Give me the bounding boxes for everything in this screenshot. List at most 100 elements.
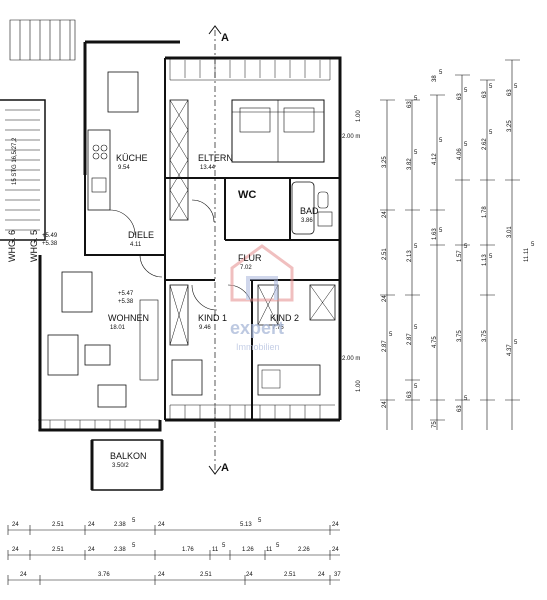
dim-label: 11 bbox=[266, 547, 273, 553]
dim-label: 24 bbox=[20, 572, 27, 578]
dim-label: 2.87 bbox=[407, 333, 413, 345]
neighbor-label-whg6: WHG. 6 bbox=[7, 229, 17, 262]
neighbor-label-whg5: WHG. 5 bbox=[29, 229, 39, 262]
dim-label: 5 bbox=[464, 244, 468, 250]
dim-label: 1.26 bbox=[242, 547, 254, 553]
dim-label: 63 bbox=[457, 93, 463, 100]
coffee-table bbox=[84, 344, 111, 366]
door-eltern bbox=[191, 199, 215, 223]
dim-label: 4.12 bbox=[432, 153, 438, 165]
outer-wall-left bbox=[38, 255, 162, 432]
dim-label: 24 bbox=[88, 522, 95, 528]
bottom-dimension-lines bbox=[7, 525, 340, 585]
dim-label: 4.37 bbox=[507, 344, 513, 356]
dim-label: 11.11 bbox=[524, 247, 530, 262]
dim-label: 5 bbox=[276, 543, 280, 549]
dim-label: 37 bbox=[334, 572, 341, 578]
dim-label: 3.76 bbox=[98, 572, 110, 578]
wardrobe-kind2 bbox=[257, 284, 279, 326]
room-area-kind2: 7.75 bbox=[272, 325, 284, 331]
dim-label: 2.51 bbox=[382, 248, 388, 260]
stair-treads bbox=[5, 109, 40, 231]
dim-label: 5 bbox=[414, 244, 418, 250]
room-area-flur: 7.02 bbox=[240, 265, 252, 271]
room-label-kind1: KIND 1 bbox=[198, 313, 228, 323]
dim-label: 1.57 bbox=[457, 250, 463, 262]
dim-label: 2.13 bbox=[407, 250, 413, 262]
dim-label: 2.51 bbox=[52, 522, 64, 528]
dim-label: 5 bbox=[439, 70, 443, 76]
room-area-kueche: 9.54 bbox=[118, 165, 130, 171]
dim-label: 3.82 bbox=[407, 158, 413, 170]
right-dimension-lines bbox=[380, 59, 520, 430]
dim-label: 2.38 bbox=[114, 522, 126, 528]
outer-wall-top-left bbox=[83, 40, 180, 175]
room-area-eltern: 13.44 bbox=[200, 165, 216, 171]
dim-label: 24 bbox=[12, 547, 19, 553]
room-area-balkon: 3.50/2 bbox=[112, 463, 129, 469]
top-window-strip bbox=[169, 58, 331, 81]
dim-label: 1.78 bbox=[482, 206, 488, 218]
dim-label: 2.51 bbox=[200, 572, 212, 578]
dim-label: 63 bbox=[507, 89, 513, 96]
dim-label: 24 bbox=[158, 522, 165, 528]
dim-label: 2.87 bbox=[382, 340, 388, 352]
dim-label: 5 bbox=[414, 384, 418, 390]
dim-label: 5 bbox=[132, 518, 136, 524]
dim-label: 4.75 bbox=[432, 336, 438, 348]
room-label-kueche: KÜCHE bbox=[116, 153, 148, 163]
watermark-brand: expert bbox=[230, 318, 285, 338]
dim-label: 5 bbox=[132, 543, 136, 549]
room-label-balkon: BALKON bbox=[110, 451, 147, 461]
level-b-bottom: +5.38 bbox=[118, 299, 134, 305]
dim-label: 75 bbox=[432, 421, 438, 428]
dim-label: 3.25 bbox=[507, 120, 513, 132]
wardrobe-kind2-b bbox=[309, 284, 336, 321]
room-label-eltern: ELTERN bbox=[198, 153, 233, 163]
dim-label: 24 bbox=[12, 522, 19, 528]
door-diele bbox=[109, 209, 136, 236]
dim-label: 5 bbox=[222, 543, 226, 549]
room-label-wohnen: WOHNEN bbox=[108, 313, 149, 323]
door-wohnen bbox=[139, 254, 163, 278]
tv-unit bbox=[139, 299, 159, 381]
level-b-top: +5.47 bbox=[118, 291, 134, 297]
door-kind1 bbox=[191, 284, 218, 311]
watermark-sub: Immobilien bbox=[236, 342, 280, 352]
window-height-1b: 1.00 bbox=[356, 110, 362, 122]
dim-label: 24 bbox=[318, 572, 325, 578]
stair-text: 15 STG 16,5/27,2 bbox=[12, 137, 18, 185]
armchair bbox=[97, 384, 127, 408]
dim-label: 2.26 bbox=[298, 547, 310, 553]
room-area-diele: 4.11 bbox=[130, 242, 142, 248]
room-label-wc: WC bbox=[238, 189, 257, 201]
kitchen-counter bbox=[87, 129, 111, 211]
dim-label: 5 bbox=[439, 228, 443, 234]
top-left-balcony-grid bbox=[9, 19, 76, 61]
dim-label: 24 bbox=[332, 522, 339, 528]
room-label-bad: BAD bbox=[300, 206, 319, 216]
dim-label: 5 bbox=[489, 254, 493, 260]
dim-label: 1.63 bbox=[432, 228, 438, 240]
dim-label: 2.62 bbox=[482, 138, 488, 150]
stair-outline bbox=[0, 99, 46, 241]
dining-table bbox=[61, 271, 93, 313]
bed-kind2 bbox=[257, 364, 321, 396]
level-a-top: +5.49 bbox=[42, 233, 58, 239]
dim-label: 63 bbox=[407, 101, 413, 108]
kitchen-table bbox=[107, 71, 139, 113]
room-area-bad: 3.86 bbox=[301, 218, 313, 224]
section-mark-top: A bbox=[221, 32, 229, 44]
dim-label: 24 bbox=[158, 572, 165, 578]
dim-label: 2.51 bbox=[284, 572, 296, 578]
dim-label: 2.38 bbox=[114, 547, 126, 553]
dim-label: 5 bbox=[531, 242, 535, 248]
window-height-2b: 1.00 bbox=[356, 380, 362, 392]
dim-label: 5 bbox=[489, 84, 493, 90]
dim-label: 2.51 bbox=[52, 547, 64, 553]
sink bbox=[317, 211, 333, 227]
dim-label: 5 bbox=[464, 142, 468, 148]
room-area-wohnen: 18.01 bbox=[110, 325, 126, 331]
dim-label: 1.13 bbox=[482, 254, 488, 266]
dim-label: 1.76 bbox=[182, 547, 194, 553]
